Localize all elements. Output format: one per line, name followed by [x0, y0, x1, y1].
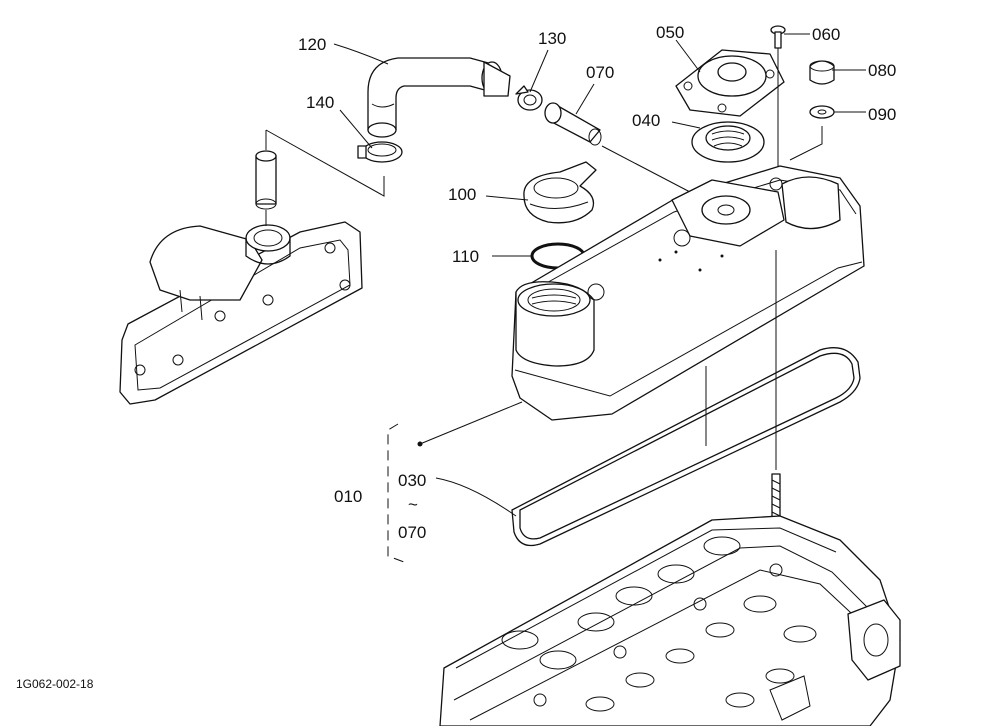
callout-100: 100 [448, 185, 476, 204]
leader-lines [333, 33, 866, 563]
callout-090: 090 [868, 105, 896, 124]
callout-070-range: 070 [398, 523, 426, 542]
breather-hose [367, 57, 511, 138]
callout-labels: 120 130 070 050 060 080 040 090 140 100 … [298, 23, 896, 542]
callout-140: 140 [306, 93, 334, 112]
diagram-id: 1G062-002-18 [16, 677, 94, 691]
hose-clamp-lower [357, 141, 403, 163]
callout-030: 030 [398, 471, 426, 490]
callout-050: 050 [656, 23, 684, 42]
callout-060: 060 [812, 25, 840, 44]
pipe-stub [255, 129, 385, 226]
callout-080: 080 [868, 61, 896, 80]
valve-cover [511, 165, 865, 421]
callout-range-tilde: ~ [408, 495, 418, 514]
callout-040: 040 [632, 111, 660, 130]
valve-cover-gasket [511, 347, 861, 547]
bolt [770, 25, 786, 180]
intake-manifold [119, 221, 363, 405]
callout-130: 130 [538, 29, 566, 48]
callout-120: 120 [298, 35, 326, 54]
cap-nut [809, 60, 835, 85]
callout-010: 010 [334, 487, 362, 506]
hose-clamp-upper [515, 85, 543, 111]
oil-filler-cap [523, 161, 597, 224]
callout-070-pipe: 070 [586, 63, 614, 82]
breather-spring [691, 121, 765, 163]
washer [789, 105, 835, 161]
breather-pipe [544, 102, 691, 193]
callout-110: 110 [452, 247, 479, 266]
breather-cover [675, 49, 785, 117]
cylinder-head [439, 515, 901, 726]
